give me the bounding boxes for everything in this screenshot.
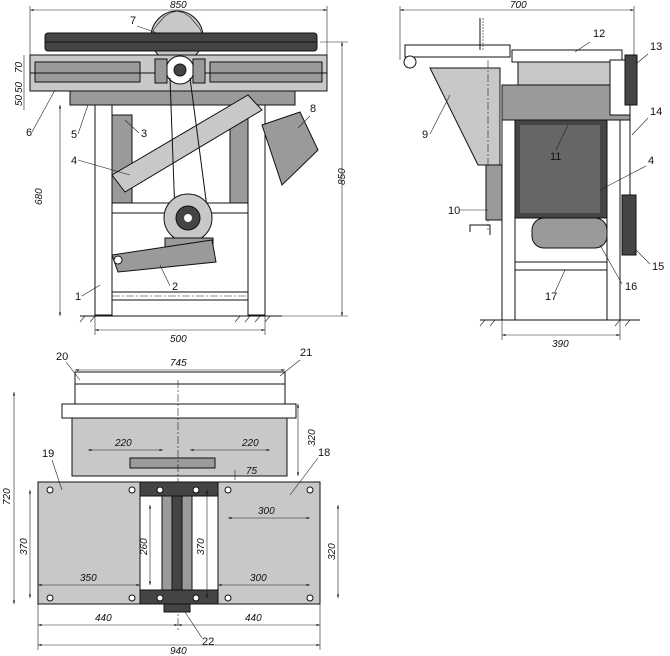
plan-center-370: 370 [196,538,207,555]
side-leg-left [501,119,516,321]
plan-440-left: 440 [95,613,112,624]
front-leg-right [247,104,266,316]
plan-260: 260 [139,538,150,556]
plan-bottom-flange [163,603,191,613]
plan-350: 350 [80,573,97,584]
plan-view: 745 220 220 320 75 [2,347,340,656]
plan-top-table [74,371,286,405]
side-view: 700 390 [399,0,664,350]
front-view: 8 50 [14,0,348,345]
plan-300-top: 300 [258,506,275,517]
front-diagonal-brace [111,94,263,193]
plan-left-220: 220 [114,438,132,449]
callout-13: 13 [650,41,662,53]
front-frame-dim: 680 [34,188,45,205]
side-top-table [511,49,623,63]
front-motor-mount [111,239,217,273]
callout-11: 11 [550,151,561,163]
front-dim-50a: 50 [14,81,25,93]
front-height-dim: 850 [337,168,348,185]
callout-18: 18 [318,447,330,459]
side-hopper [429,67,501,166]
plan-table-width-dim: 745 [170,358,187,369]
callout-4: 4 [71,155,77,167]
callout-17: 17 [545,291,557,303]
plan-dim-75: 75 [246,466,258,477]
callout-10: 10 [448,205,460,217]
callout-19: 19 [42,448,54,460]
callout-15: 15 [652,261,664,273]
front-leg-left [94,104,113,316]
callout-20: 20 [56,351,68,363]
callout-7: 7 [130,15,136,27]
callout-1: 1 [75,291,81,303]
side-table-arm [404,44,511,58]
side-leg-right [606,119,621,321]
plan-total-720: 720 [2,488,13,505]
callout-16: 16 [625,281,637,293]
callout-22: 22 [202,636,214,648]
front-sub-plate [69,90,296,106]
callout-4-side: 4 [648,155,654,167]
plan-depth-320: 320 [307,429,318,446]
plan-left-370: 370 [19,538,30,555]
plan-440-right: 440 [245,613,262,624]
side-screw-block [485,164,503,221]
callout-12: 12 [593,28,605,40]
callout-3: 3 [141,128,147,140]
front-base-dim: 500 [170,334,187,345]
front-dim-70: 70 [14,61,25,73]
front-dim-50b: 50 [14,94,25,106]
plan-frame-right [217,481,321,605]
plan-300-bottom: 300 [250,573,267,584]
plan-frame-left [37,481,141,605]
plan-right-220: 220 [241,438,259,449]
callout-21: 21 [300,347,312,359]
plan-total-940: 940 [170,646,187,656]
callout-8: 8 [310,103,316,115]
plan-blade-slot [129,457,216,469]
callout-5: 5 [71,129,77,141]
callout-14: 14 [650,106,662,118]
callout-6: 6 [26,127,32,139]
callout-9: 9 [422,129,428,141]
side-width-dim: 700 [510,0,527,11]
plan-right-320: 320 [327,543,338,560]
side-motor [531,217,608,249]
plan-table-edge [61,403,297,419]
front-motor-bracket [261,111,319,186]
callout-2: 2 [172,281,178,293]
side-upper-pulley [624,54,638,106]
front-width-dim: 850 [170,0,187,11]
side-base-dim: 390 [552,339,569,350]
side-lower-pulley [621,194,637,256]
side-planer-body [501,84,631,121]
